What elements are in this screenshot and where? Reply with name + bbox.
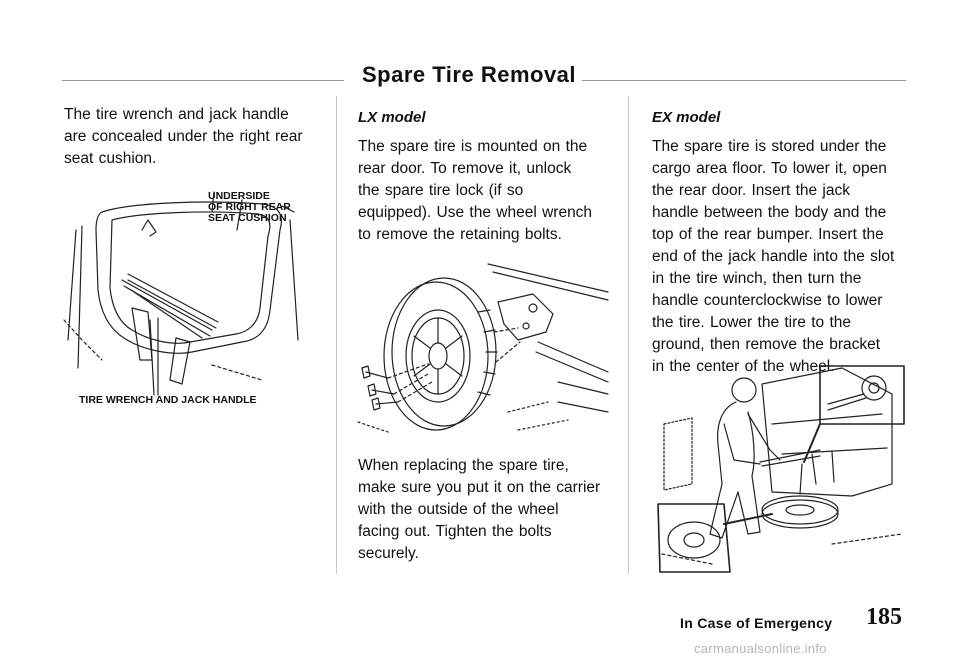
footer-section-label: In Case of Emergency [680,615,833,631]
header-rule-right [582,80,906,81]
column-divider-2 [628,96,629,574]
lx-text-line: securely. [358,545,419,562]
ex-text-line: in the tire winch, then turn the [652,270,862,287]
ex-text-line: in the center of the wheel. [652,358,835,375]
ex-text-line: The spare tire is stored under the [652,138,887,155]
page-title: Spare Tire Removal [362,62,577,87]
lx-text-line: rear door. To remove it, unlock [358,160,572,177]
lx-text-line: facing out. Tighten the bolts [358,523,552,540]
ex-text-line: handle counterclockwise to lower [652,292,883,309]
ex-model-text: The spare tire is stored under the cargo… [652,136,914,378]
lx-text-line: with the outside of the wheel [358,501,559,518]
ex-text-line: top of the rear bumper. Insert the [652,226,884,243]
lx-model-heading: LX model [358,109,426,126]
ex-text-line: the tire. Lower the tire to the [652,314,851,331]
header-rule-left [62,80,344,81]
ex-text-line: the rear door. Insert the jack [652,182,850,199]
ex-text-line: handle between the body and the [652,204,887,221]
seat-cushion-illustration [62,190,312,395]
callout-line: OF RIGHT REAR [208,201,291,213]
callout-line: SEAT CUSHION [208,212,287,224]
lx-text-line: make sure you put it on the carrier [358,479,601,496]
lx-model-text: The spare tire is mounted on the rear do… [358,136,626,246]
intro-text: The tire wrench and jack handle are conc… [64,104,332,170]
callout-tire-wrench: TIRE WRENCH AND JACK HANDLE [79,394,257,406]
lx-text-line: The spare tire is mounted on the [358,138,588,155]
callout-seat-cushion: UNDERSIDE OF RIGHT REAR SEAT CUSHION [208,191,291,224]
ex-text-line: cargo area floor. To lower it, open [652,160,887,177]
ex-text-line: end of the jack handle into the slot [652,248,895,265]
callout-line: UNDERSIDE [208,190,270,202]
lx-spare-tire-illustration [358,252,620,450]
intro-line: seat cushion. [64,150,157,167]
lx-text-line: When replacing the spare tire, [358,457,569,474]
page-number: 185 [866,604,902,630]
lx-text-line: to remove the retaining bolts. [358,226,562,243]
lx-text-line: equipped). Use the wheel wrench [358,204,593,221]
lx-text-line: the spare tire lock (if so [358,182,524,199]
ex-spare-tire-illustration [652,364,908,572]
intro-line: are concealed under the right rear [64,128,303,145]
watermark-text: carmanualsonline.info [694,641,827,656]
ex-text-line: ground, then remove the bracket [652,336,881,353]
lx-replacement-text: When replacing the spare tire, make sure… [358,455,626,565]
column-divider-1 [336,96,337,574]
intro-line: The tire wrench and jack handle [64,106,289,123]
ex-model-heading: EX model [652,109,721,126]
